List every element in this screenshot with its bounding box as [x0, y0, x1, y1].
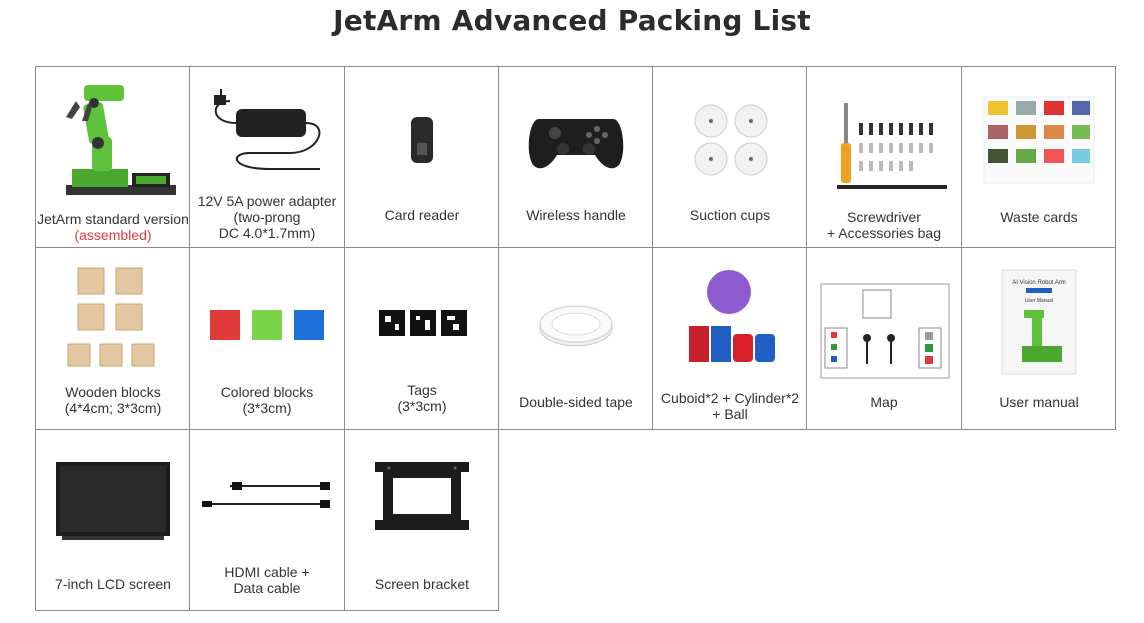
- item-wireless-handle: Wireless handle: [499, 66, 653, 248]
- colored-blocks-image: [190, 254, 344, 382]
- item-caption: Waste cards: [962, 209, 1116, 225]
- item-cuboids-cylinders-ball: Cuboid*2 + Cylinder*2 + Ball: [653, 248, 807, 430]
- waste-cards-image: [962, 73, 1116, 201]
- power-adapter-image: [190, 73, 344, 201]
- caption-line: Tags: [407, 382, 437, 398]
- item-caption: Wireless handle: [499, 207, 653, 223]
- caption-line: (two-prong: [233, 209, 301, 225]
- item-caption: JetArm standard version (assembled): [36, 211, 190, 243]
- item-lcd-screen: 7-inch LCD screen: [35, 430, 190, 611]
- item-screwdriver: Screwdriver + Accessories bag: [807, 66, 962, 248]
- item-caption: Double-sided tape: [499, 394, 653, 410]
- item-caption: Screwdriver + Accessories bag: [807, 209, 961, 241]
- item-name: Waste cards: [1000, 209, 1078, 225]
- item-caption: User manual: [962, 394, 1116, 410]
- item-caption: Screen bracket: [345, 576, 499, 592]
- item-caption: HDMI cable + Data cable: [190, 564, 344, 596]
- item-name: 7-inch LCD screen: [55, 576, 171, 592]
- caption-line: (3*3cm): [397, 398, 447, 414]
- item-note: (assembled): [74, 227, 152, 243]
- caption-line: + Accessories bag: [826, 225, 941, 241]
- item-wooden-blocks: Wooden blocks (4*4cm; 3*3cm): [35, 248, 190, 430]
- packing-list-grid: JetArm standard version (assembled) 12V …: [35, 66, 1116, 611]
- caption-line: Data cable: [233, 580, 301, 596]
- caption-line: Wooden blocks: [65, 384, 161, 400]
- item-suction-cups: Suction cups: [653, 66, 807, 248]
- lcd-screen-image: [36, 436, 190, 564]
- item-double-sided-tape: Double-sided tape: [499, 248, 653, 430]
- item-caption: Cuboid*2 + Cylinder*2 + Ball: [653, 390, 807, 422]
- item-caption: 7-inch LCD screen: [36, 576, 190, 592]
- caption-line: DC 4.0*1.7mm): [218, 225, 316, 241]
- item-name: Wireless handle: [526, 207, 626, 223]
- caption-line: (3*3cm): [242, 400, 292, 416]
- item-caption: Tags (3*3cm): [345, 382, 499, 414]
- item-map: Map: [807, 248, 962, 430]
- item-tags: Tags (3*3cm): [345, 248, 499, 430]
- item-name: User manual: [999, 394, 1079, 410]
- item-name: Suction cups: [689, 207, 771, 223]
- item-waste-cards: Waste cards: [962, 66, 1116, 248]
- gamepad-image: [499, 73, 653, 201]
- caption-line: + Ball: [712, 406, 748, 422]
- map-image: [807, 254, 961, 382]
- item-caption: 12V 5A power adapter (two-prong DC 4.0*1…: [190, 193, 344, 241]
- tags-image: [345, 254, 499, 382]
- item-caption: Card reader: [345, 207, 499, 223]
- caption-line: (4*4cm; 3*3cm): [64, 400, 162, 416]
- page-title: JetArm Advanced Packing List: [333, 4, 811, 37]
- item-name: JetArm standard version: [37, 211, 189, 227]
- item-caption: Map: [807, 394, 961, 410]
- item-card-reader: Card reader: [345, 66, 499, 248]
- screwdriver-image: [807, 73, 961, 201]
- caption-line: HDMI cable +: [224, 564, 310, 580]
- item-name: Card reader: [384, 207, 460, 223]
- item-user-manual: AI Vision Robot Arm User Manual User man…: [962, 248, 1116, 430]
- hdmi-cable-image: [190, 436, 344, 564]
- item-screen-bracket: Screen bracket: [345, 430, 499, 611]
- tape-image: [499, 254, 653, 382]
- item-caption: Colored blocks (3*3cm): [190, 384, 344, 416]
- caption-line: Cuboid*2 + Cylinder*2: [660, 390, 800, 406]
- item-caption: Wooden blocks (4*4cm; 3*3cm): [36, 384, 190, 416]
- card-reader-image: [345, 73, 499, 201]
- manual-title: AI Vision Robot Arm: [1012, 280, 1066, 286]
- caption-line: Colored blocks: [220, 384, 314, 400]
- suction-cups-image: [653, 73, 807, 201]
- item-colored-blocks: Colored blocks (3*3cm): [190, 248, 345, 430]
- item-name: Double-sided tape: [519, 394, 633, 410]
- item-caption: Suction cups: [653, 207, 807, 223]
- item-hdmi-cable: HDMI cable + Data cable: [190, 430, 345, 611]
- caption-line: Screwdriver: [847, 209, 921, 225]
- screen-bracket-image: [345, 436, 499, 564]
- shapes-image: [653, 254, 807, 382]
- item-name: Screen bracket: [374, 576, 470, 592]
- item-jetarm: JetArm standard version (assembled): [35, 66, 190, 248]
- robot-arm-image: [36, 73, 190, 201]
- wooden-blocks-image: [36, 254, 190, 382]
- caption-line: 12V 5A power adapter: [197, 193, 337, 209]
- manual-subtitle: User Manual: [1025, 298, 1053, 304]
- item-power-adapter: 12V 5A power adapter (two-prong DC 4.0*1…: [190, 66, 345, 248]
- user-manual-image: AI Vision Robot Arm User Manual: [962, 254, 1116, 382]
- item-name: Map: [870, 394, 898, 410]
